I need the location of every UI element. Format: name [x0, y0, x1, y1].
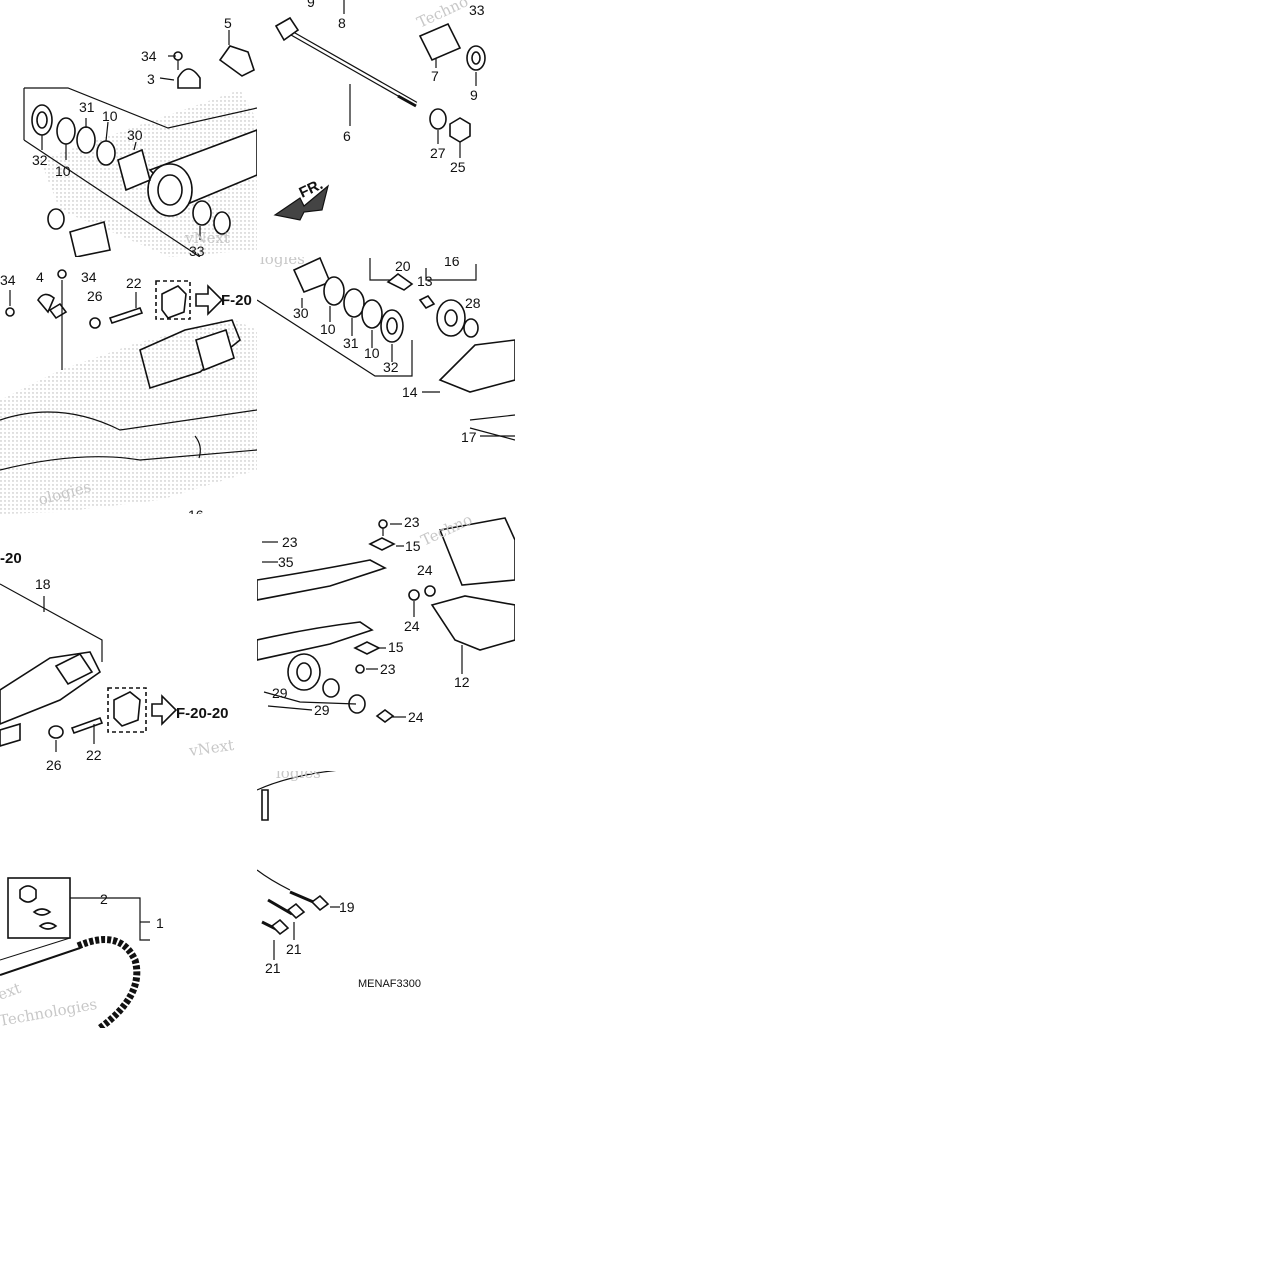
callout-22: 22: [86, 747, 102, 763]
callout-29b: 29: [314, 702, 330, 718]
callout-24c: 24: [408, 709, 424, 725]
callout-28: 28: [465, 295, 481, 311]
tile-swingarm-pivot: 34 5 3 31 10 30 32 10 33 vNext: [23, 15, 257, 259]
watermark: logies: [276, 764, 321, 782]
callout-18: 18: [35, 576, 51, 592]
callout-4: 4: [36, 269, 44, 285]
diagram-code: MENAF3300: [358, 978, 421, 990]
callout-19: 19: [339, 899, 355, 915]
callout-16: 16: [444, 253, 460, 269]
callout-34: 34: [0, 272, 16, 288]
callout-34b: 34: [81, 269, 97, 285]
callout-7: 7: [431, 68, 439, 84]
callout-9: 9: [307, 0, 315, 10]
callout-15b: 15: [388, 639, 404, 655]
reference-label-partial: F-20: [221, 292, 252, 309]
callout-21b: 21: [265, 960, 281, 976]
callout-30: 30: [127, 127, 143, 143]
tile-swingarm-end: -20 18 F-20-20 26 22 vNext: [0, 550, 235, 773]
callout-8: 8: [338, 15, 346, 31]
callout-1: 1: [156, 915, 164, 931]
callout-16: 16: [188, 507, 204, 523]
callout-31: 31: [79, 99, 95, 115]
callout-31: 31: [343, 335, 359, 351]
tile-chain-guide: 23 15 23 35 24 24 15 23 12 29 29 24 Tech…: [257, 514, 515, 725]
callout-26: 26: [87, 288, 103, 304]
callout-30: 30: [293, 305, 309, 321]
callout-23: 23: [404, 514, 420, 530]
tile-bolts: 19 21 21 MENAF3300 logies: [257, 764, 421, 990]
callout-17: 17: [461, 429, 477, 445]
callout-32: 32: [32, 152, 48, 168]
tile-linkage-bearings: 20 13 16 28 30 10 31 10 32 14 17 logies: [257, 250, 515, 445]
callout-13: 13: [417, 273, 433, 289]
callout-34: 34: [141, 48, 157, 64]
callout-25: 25: [450, 159, 466, 175]
callout-27: 27: [430, 145, 446, 161]
reference-label: F-20-20: [176, 705, 229, 722]
callout-23b: 23: [282, 534, 298, 550]
callout-2: 2: [100, 891, 108, 907]
callout-15: 15: [405, 538, 421, 554]
callout-10b: 10: [364, 345, 380, 361]
callout-20: 20: [395, 258, 411, 274]
callout-24b: 24: [404, 618, 420, 634]
callout-33: 33: [189, 243, 205, 259]
callout-10: 10: [320, 321, 336, 337]
callout-22: 22: [126, 275, 142, 291]
tile-swingarm-body: 34 4 34 22 26 F-20 16 ologies: [0, 269, 257, 523]
watermark: logies: [260, 250, 305, 268]
callout-35: 35: [278, 554, 294, 570]
watermark: ext: [0, 979, 23, 1004]
callout-6: 6: [343, 128, 351, 144]
callout-10: 10: [102, 108, 118, 124]
reference-label-cut: -20: [0, 550, 22, 567]
callout-5: 5: [224, 15, 232, 31]
callout-29: 29: [272, 685, 288, 701]
callout-33b: 33: [469, 2, 485, 18]
callout-21: 21: [286, 941, 302, 957]
callout-32: 32: [383, 359, 399, 375]
callout-12: 12: [454, 674, 470, 690]
callout-26: 26: [46, 757, 62, 773]
callout-14: 14: [402, 384, 418, 400]
callout-10b: 10: [55, 163, 71, 179]
callout-3: 3: [147, 71, 155, 87]
callout-23c: 23: [380, 661, 396, 677]
watermark: vNext: [184, 229, 230, 247]
callout-9b: 9: [470, 87, 478, 103]
callout-24: 24: [417, 562, 433, 578]
